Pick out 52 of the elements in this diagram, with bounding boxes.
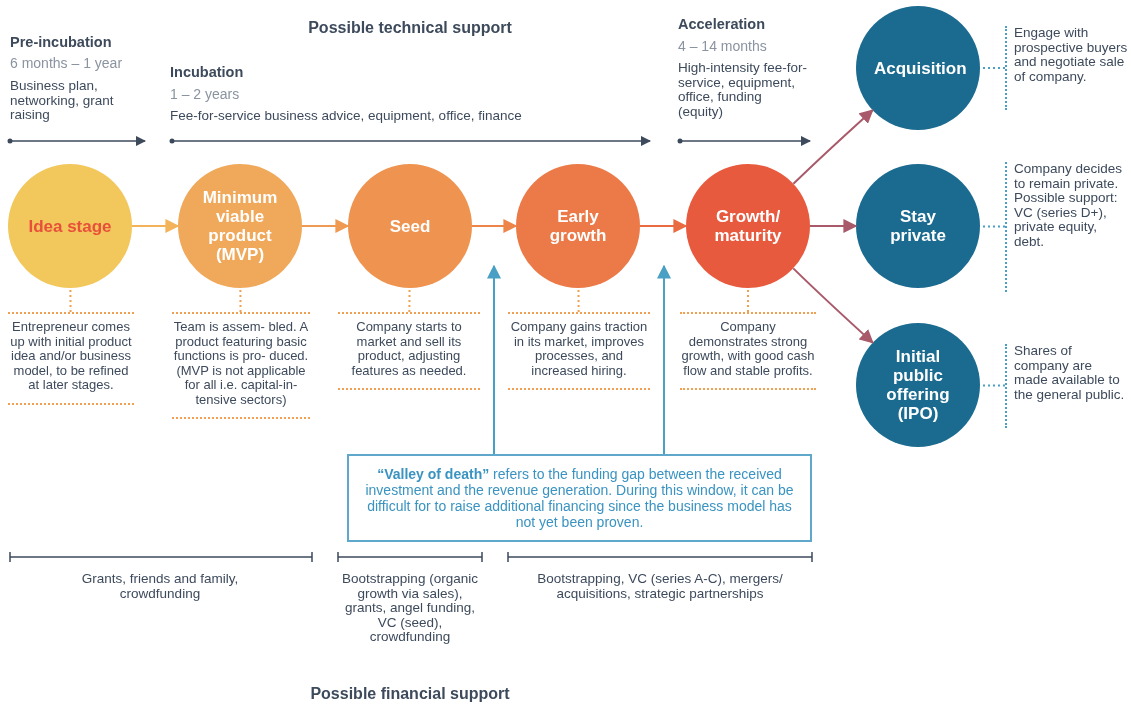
duration-text: 6 months – 1 year (10, 56, 124, 71)
support-text: Grants, friends and family, crowdfunding (80, 572, 240, 601)
stage-name: Minimum viable product (MVP) (201, 188, 279, 264)
phase-heading: Incubation (170, 65, 245, 80)
arrow (471, 219, 518, 233)
duration-text: 4 – 14 months (678, 39, 768, 54)
phase-heading: Pre-incubation (10, 35, 113, 50)
stage-name: Idea stage (27, 216, 113, 236)
stage-circle (856, 6, 980, 130)
stage-name: Stay private (889, 207, 947, 245)
support-text: High-intensity fee-for-service, equipment, office, funding (equity) (678, 61, 808, 119)
leader-line (408, 287, 411, 313)
support-text: Fee-for-service business advice, equipment, office, finance (170, 109, 523, 124)
arrow (792, 109, 874, 185)
support-text: Bootstrapping, VC (series A-C), mergers/ acquisitions, strategic partnerships (536, 572, 784, 601)
description-text: Company gains traction in its market, improves processes, and increased hiring. (508, 312, 650, 390)
stage-name: Early growth (548, 207, 608, 245)
section-heading: Possible financial support (309, 684, 511, 703)
leader-line (747, 287, 749, 313)
stage-name: Seed (388, 216, 432, 236)
outcome-description: Company decides to remain private. Possible support: VC (series D+), private equity, debt. (1005, 162, 1129, 292)
note-box: “Valley of death” refers to the funding gap between the received investment and the revenue generation. During this window, it can be difficult for to raise additional financing since the business model has not yet been proven. (347, 454, 812, 542)
leader-line (239, 287, 242, 313)
arrow (809, 219, 858, 233)
leader-line (577, 287, 580, 313)
leader-line (69, 287, 72, 313)
description-text: Team is assem- bled. A product featuring basic functions is pro- duced. (MVP is not applicable for all i.e. capital-in- tensive sectors) (172, 312, 310, 419)
stage-circle (8, 164, 132, 288)
outcome-description: Engage with prospective buyers and negotiate sale of company. (1005, 26, 1129, 110)
description-text: Entrepreneur comes up with initial product idea and/or business model, to be refined at later stages. (8, 312, 134, 405)
stage-circle (856, 164, 980, 288)
arrow (131, 219, 180, 233)
outcome-description: Shares of company are made available to the general public. (1005, 344, 1129, 428)
stage-circle (516, 164, 640, 288)
duration-text: 1 – 2 years (170, 87, 241, 102)
stage-circle (348, 164, 472, 288)
section-heading: Possible technical support (307, 18, 513, 37)
stage-name: Initial public offering (IPO) (885, 347, 951, 423)
stage-name: Growth/ maturity (713, 207, 783, 245)
stage-circle (178, 164, 302, 288)
phase-heading: Acceleration (678, 17, 767, 32)
arrow (792, 267, 874, 344)
arrow (301, 219, 350, 233)
arrow (657, 264, 671, 455)
stage-circle (686, 164, 810, 288)
description-text: Company demonstrates strong growth, with good cash flow and stable profits. (680, 312, 816, 390)
arrow (639, 219, 688, 233)
support-text: Bootstrapping (organic growth via sales), grants, angel funding, VC (seed), crowdfunding (341, 572, 479, 645)
stage-circle (856, 323, 980, 447)
support-text: Business plan, networking, grant raising (10, 79, 115, 123)
arrow (487, 264, 501, 455)
description-text: Company starts to market and sell its product, adjusting features as needed. (338, 312, 480, 390)
